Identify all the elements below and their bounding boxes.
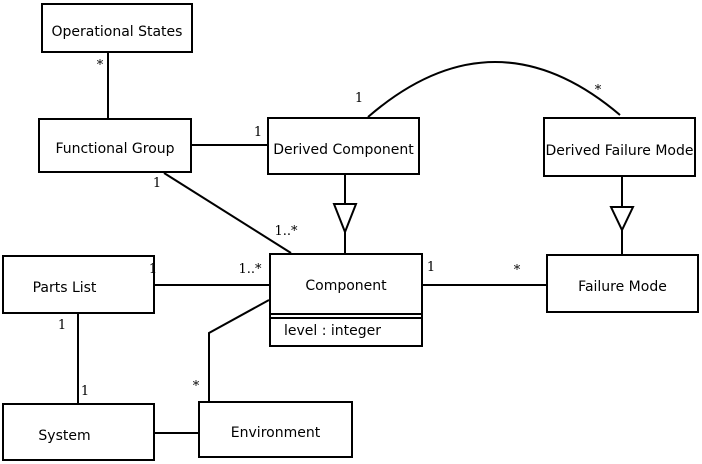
class-name-component: Component [305, 278, 387, 294]
multiplicity-label-operational-states: * [96, 58, 104, 73]
multiplicity-label-derived-component-left: 1 [253, 125, 263, 140]
class-box-environment: Environment [198, 401, 353, 458]
class-name-functional-group: Functional Group [55, 141, 175, 157]
multiplicity-label-arc-derived-failure-mode: * [594, 83, 602, 98]
multiplicity-label-component-diagonal: 1..* [274, 224, 298, 239]
class-box-parts-list: Parts List [2, 255, 155, 314]
multiplicity-label-parts-list-right: 1 [148, 262, 158, 277]
class-box-derived-failure-mode: Derived Failure Mode [543, 117, 696, 177]
multiplicity-label-failure-mode-left: * [513, 263, 521, 278]
multiplicity-label-system-top: 1 [80, 384, 90, 399]
class-box-component: Component level : integer [269, 253, 423, 347]
multiplicity-label-functional-group-diagonal: 1 [152, 176, 162, 191]
class-box-failure-mode: Failure Mode [546, 254, 699, 313]
multiplicity-label-component-left: 1..* [238, 262, 262, 277]
multiplicity-label-arc-derived-component: 1 [354, 91, 364, 106]
generalization-arrow-component [332, 203, 358, 235]
class-name-environment: Environment [230, 425, 321, 441]
class-name-operational-states: Operational States [51, 23, 183, 40]
edge-component-environment [208, 299, 270, 401]
class-box-system: System [2, 403, 155, 461]
multiplicity-label-environment-top: * [192, 379, 200, 394]
class-attribute-level: level : integer [271, 317, 421, 345]
class-name-compartment: Component [271, 255, 421, 315]
edge-derived-component-derived-failure-mode-arc [367, 61, 621, 118]
class-box-derived-component: Derived Component [267, 117, 420, 175]
generalization-arrow-failure-mode [609, 206, 635, 233]
multiplicity-label-parts-list-bottom: 1 [57, 318, 67, 333]
class-box-functional-group: Functional Group [38, 118, 192, 173]
class-name-parts-list: Parts List [32, 280, 97, 296]
multiplicity-label-component-right: 1 [426, 260, 436, 275]
class-name-system: System [38, 427, 91, 444]
class-box-operational-states: Operational States [41, 3, 193, 53]
class-name-derived-component: Derived Component [273, 141, 414, 158]
class-name-derived-failure-mode: Derived Failure Mode [545, 142, 694, 159]
class-name-failure-mode: Failure Mode [578, 279, 667, 295]
edge-functional-group-component [163, 172, 292, 254]
